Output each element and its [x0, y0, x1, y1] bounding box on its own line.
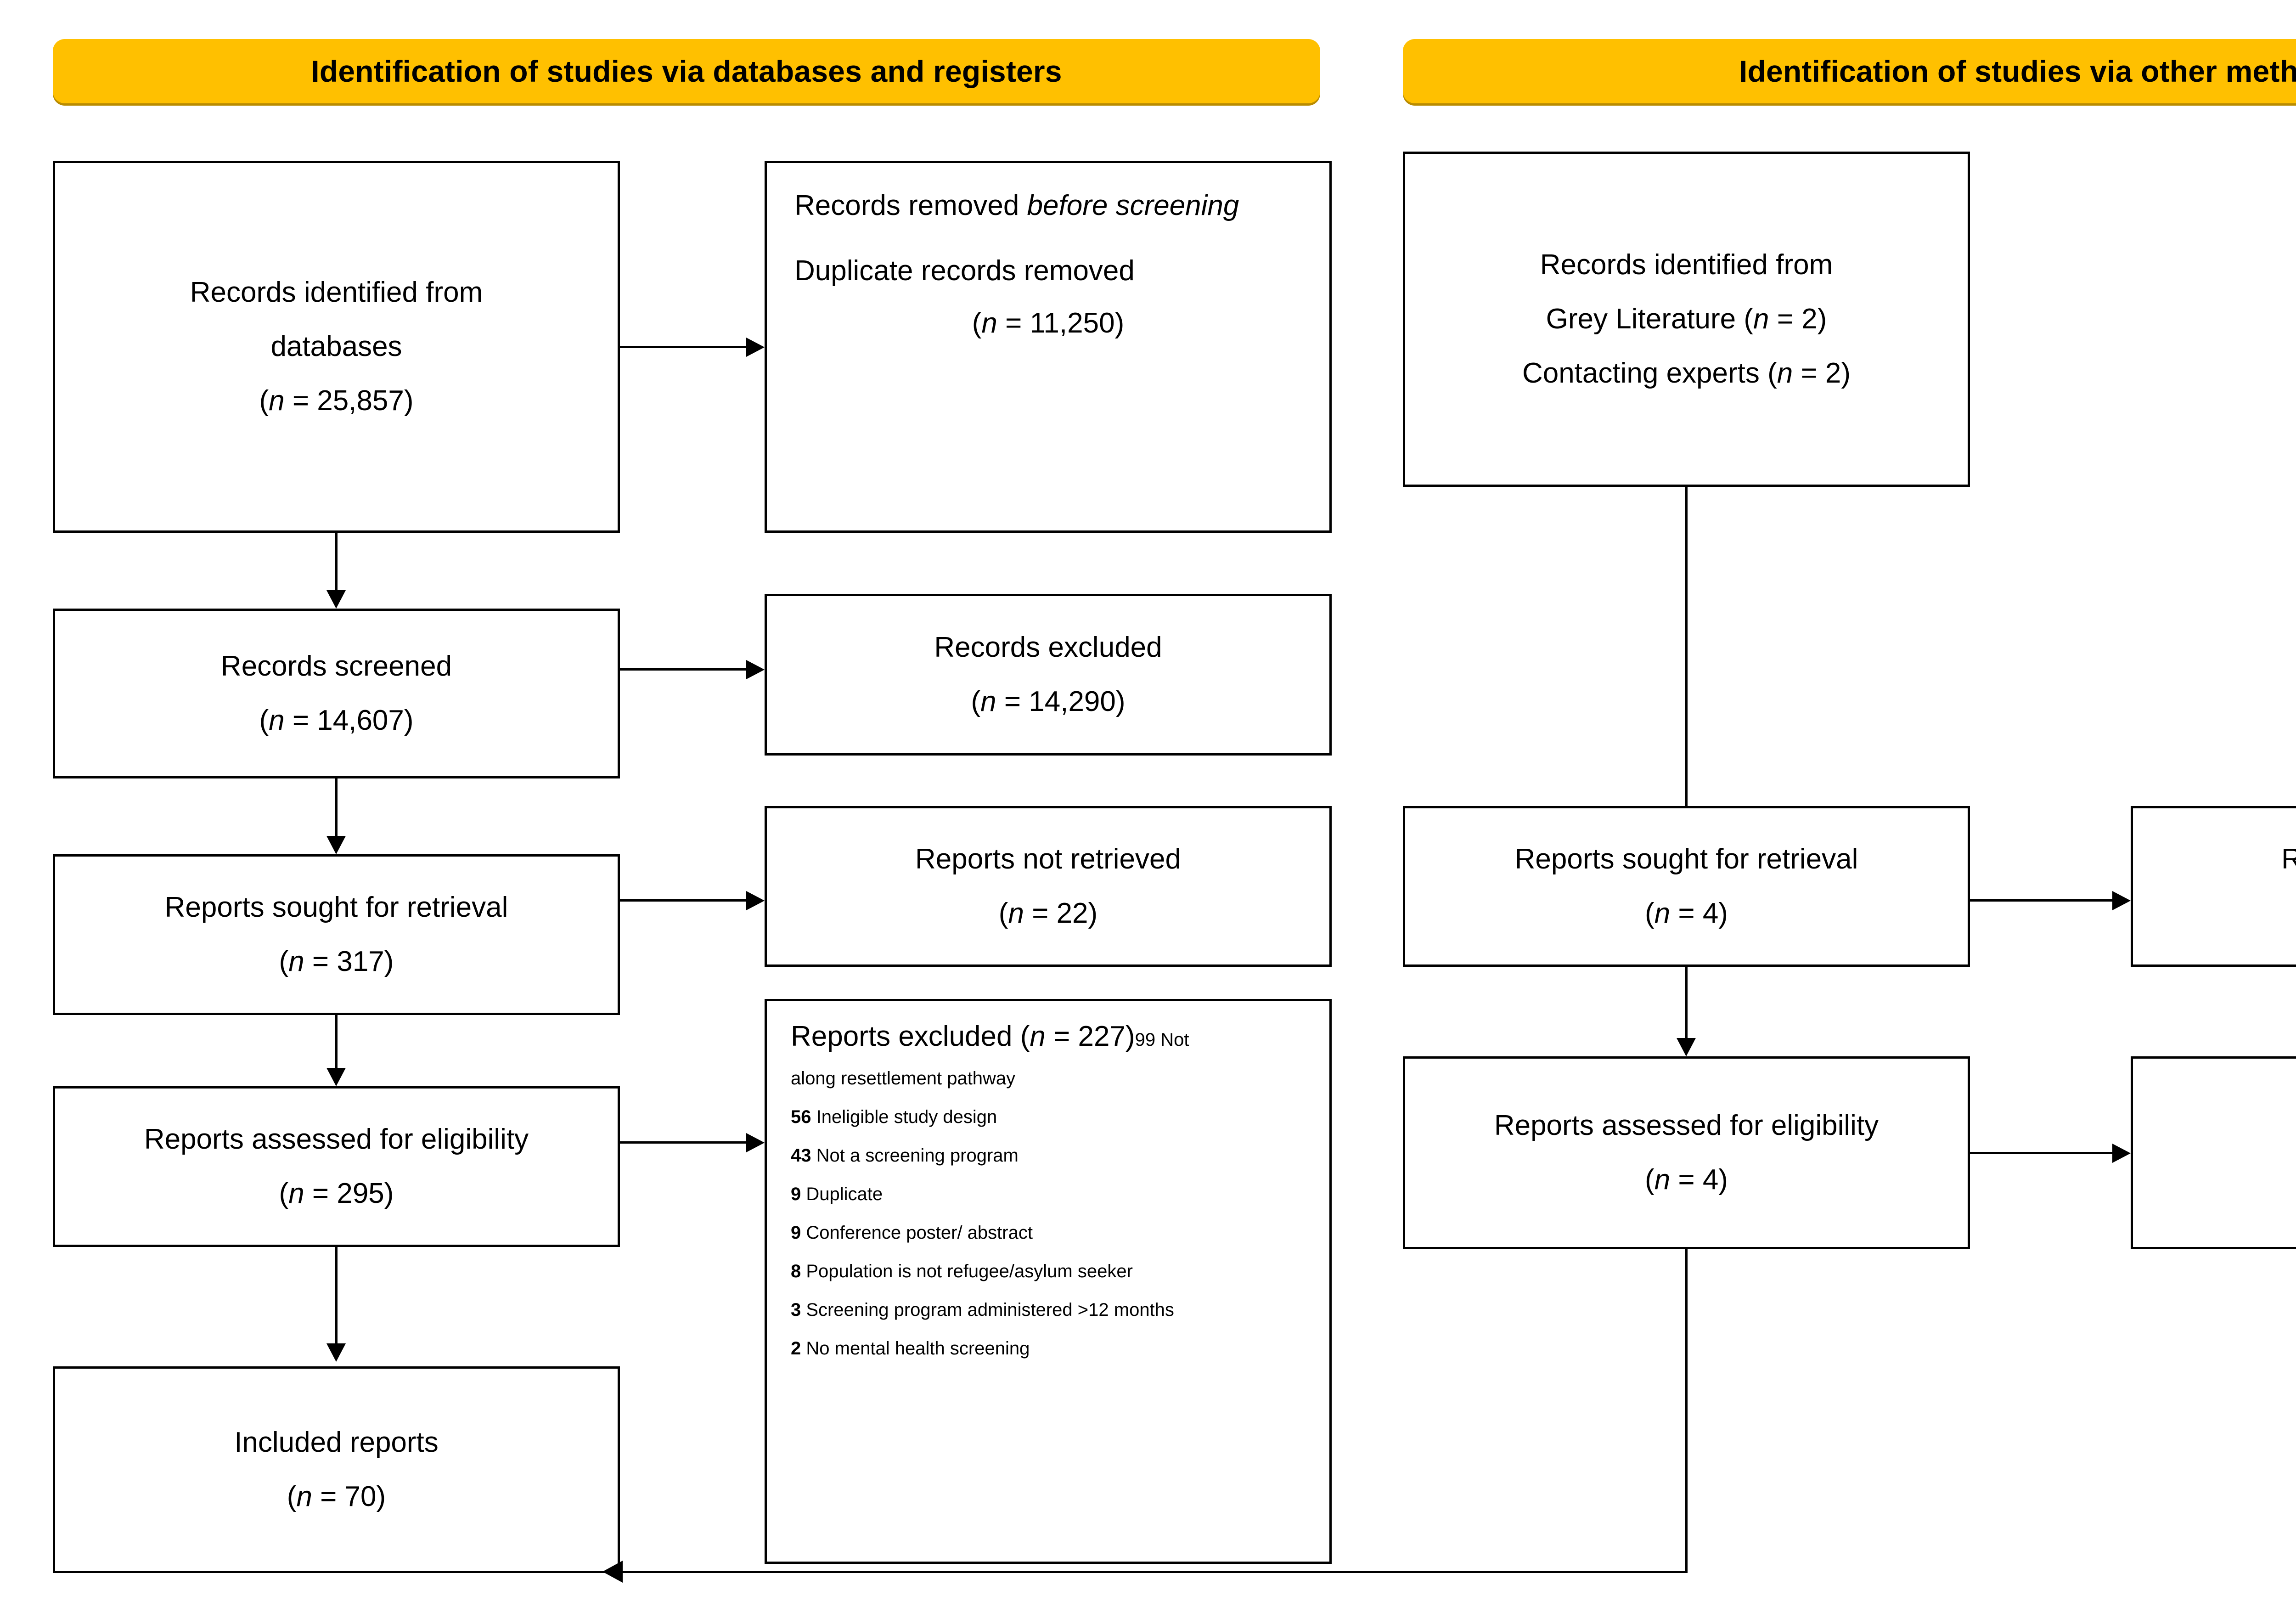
records-excluded-label: Records excluded — [934, 632, 1162, 663]
exclusion-reason-item: 3 Screening program administered >12 mon… — [791, 1300, 1174, 1320]
box-included-reports: Included reports (n = 70) — [53, 1366, 620, 1573]
exclusion-reason-label: Population is not refugee/asylum seeker — [806, 1261, 1133, 1281]
connector-other-assessed-to-excluded — [1970, 1152, 2112, 1154]
exclusion-reason-item: 9 Conference poster/ abstract — [791, 1223, 1033, 1242]
box-other-reports-sought-retrieval: Reports sought for retrieval (n = 4) — [1403, 806, 1970, 967]
records-removed-heading-a: Records removed — [794, 190, 1027, 221]
other-reports-assessed-label: Reports assessed for eligibility — [1494, 1110, 1879, 1141]
exclusion-reason-label: Ineligible study design — [816, 1106, 997, 1127]
arrowhead-other-assessed-to-excluded — [2112, 1144, 2131, 1163]
other-reports-not-retrieved-label: Reports not retrieved — [2281, 843, 2296, 875]
exclusion-reason-count: 43 — [791, 1145, 811, 1166]
records-removed-heading: Records removed before screening — [794, 192, 1239, 220]
exclusion-reason-wrap: along resettlement pathway — [791, 1068, 1016, 1088]
connector-screened-to-excluded — [620, 668, 746, 671]
records-identified-line1: Records identified from — [190, 276, 483, 308]
reports-excluded-heading-a: Reports excluded ( — [791, 1021, 1030, 1052]
connector-other-assessed-down — [1685, 1249, 1688, 1573]
box-records-identified-other: Records identified from Grey Literature … — [1403, 152, 1970, 487]
arrowhead-other-sought-to-not-retrieved — [2112, 891, 2131, 910]
box-records-excluded: Records excluded (n = 14,290) — [765, 594, 1332, 756]
reports-excluded-heading: Reports excluded (n = 227)99 Not — [791, 1021, 1189, 1052]
exclusion-reason-label: Conference poster/ abstract — [806, 1222, 1033, 1243]
exclusion-reason-item: 43 Not a screening program — [791, 1146, 1019, 1165]
records-identified-line2: databases — [270, 331, 402, 362]
included-reports-label: Included reports — [234, 1427, 439, 1458]
exclusion-reason-item: 9 Duplicate — [791, 1184, 883, 1204]
box-reports-assessed-eligibility: Reports assessed for eligibility (n = 29… — [53, 1086, 620, 1247]
connector-other-sought-to-not-retrieved — [1970, 899, 2112, 902]
records-excluded-count: (n = 14,290) — [971, 686, 1125, 717]
other-reports-sought-count: (n = 4) — [1645, 897, 1728, 929]
connector-sought-to-assessed — [335, 1015, 338, 1070]
reports-assessed-label: Reports assessed for eligibility — [144, 1123, 529, 1155]
records-screened-label: Records screened — [220, 650, 452, 682]
exclusion-reason-count: 3 — [791, 1299, 801, 1320]
other-identified-line1: Records identified from — [1540, 249, 1833, 281]
arrowhead-identified-to-screened — [326, 590, 346, 609]
records-screened-count: (n = 14,607) — [259, 705, 414, 736]
included-reports-count: (n = 70) — [287, 1481, 386, 1512]
connector-identified-to-removed — [620, 346, 746, 348]
arrowhead-assessed-to-included — [326, 1343, 346, 1362]
reports-excluded-heading-tail: 99 Not — [1135, 1030, 1189, 1050]
box-other-reports-excluded: Reports excluded (n = 0) — [2131, 1056, 2296, 1249]
arrowhead-other-sought-to-assessed — [1677, 1038, 1696, 1056]
arrowhead-other-assessed-to-included — [602, 1561, 623, 1583]
reports-excluded-heading-n: n — [1030, 1021, 1046, 1052]
connector-screened-to-sought — [335, 778, 338, 838]
other-reports-sought-label: Reports sought for retrieval — [1514, 843, 1858, 875]
box-reports-excluded-detail: Reports excluded (n = 227)99 Not along r… — [765, 999, 1332, 1564]
arrowhead-screened-to-sought — [326, 836, 346, 854]
exclusion-reason-label: Screening program administered >12 month… — [806, 1299, 1174, 1320]
reports-sought-label: Reports sought for retrieval — [164, 891, 508, 923]
exclusion-reason-count: 2 — [791, 1338, 801, 1359]
connector-other-assessed-to-included — [622, 1571, 1688, 1573]
box-records-identified-databases: Records identified from databases (n = 2… — [53, 161, 620, 533]
banner-other-methods: Identification of studies via other meth… — [1403, 39, 2296, 103]
connector-other-sought-to-assessed — [1685, 967, 1688, 1040]
exclusion-reason-count: 56 — [791, 1106, 811, 1127]
reports-assessed-count: (n = 295) — [279, 1178, 394, 1209]
arrowhead-assessed-to-excluded-detail — [746, 1133, 765, 1152]
exclusion-reason-count: 9 — [791, 1222, 801, 1243]
exclusion-reason-label: No mental health screening — [806, 1338, 1030, 1359]
banner-databases-registers: Identification of studies via databases … — [53, 39, 1320, 103]
connector-sought-to-not-retrieved — [620, 899, 746, 902]
arrowhead-sought-to-not-retrieved — [746, 891, 765, 910]
box-reports-not-retrieved: Reports not retrieved (n = 22) — [765, 806, 1332, 967]
exclusion-reason-count: 8 — [791, 1261, 801, 1281]
arrowhead-sought-to-assessed — [326, 1068, 346, 1086]
box-records-screened: Records screened (n = 14,607) — [53, 609, 620, 778]
exclusion-reason-label: Duplicate — [806, 1184, 883, 1204]
box-other-reports-not-retrieved: Reports not retrieved (n = 0) — [2131, 806, 2296, 967]
other-reports-assessed-count: (n = 4) — [1645, 1164, 1728, 1196]
reports-excluded-heading-b: = 227) — [1045, 1021, 1135, 1052]
exclusion-reason-item: 2 No mental health screening — [791, 1339, 1030, 1358]
exclusion-reason-label: Not a screening program — [816, 1145, 1019, 1166]
connector-assessed-to-excluded-detail — [620, 1141, 746, 1144]
banner-databases-registers-label: Identification of studies via databases … — [311, 54, 1062, 88]
exclusion-reason-item: 8 Population is not refugee/asylum seeke… — [791, 1262, 1133, 1281]
other-identified-grey-literature: Grey Literature (n = 2) — [1546, 303, 1827, 335]
box-reports-sought-retrieval: Reports sought for retrieval (n = 317) — [53, 854, 620, 1015]
reports-not-retrieved-label: Reports not retrieved — [915, 843, 1181, 875]
arrowhead-identified-to-removed — [746, 338, 765, 357]
reports-not-retrieved-count: (n = 22) — [998, 897, 1098, 929]
duplicate-records-removed-label: Duplicate records removed — [794, 255, 1135, 287]
exclusion-reason-item: 56 Ineligible study design — [791, 1107, 997, 1127]
exclusion-reason-count: 9 — [791, 1184, 801, 1204]
reports-sought-count: (n = 317) — [279, 946, 394, 977]
records-removed-heading-em: before screening — [1027, 190, 1239, 221]
duplicate-records-removed-count: (n = 11,250) — [972, 307, 1125, 339]
arrowhead-screened-to-excluded — [746, 660, 765, 679]
connector-other-identified-to-sought — [1685, 487, 1688, 818]
box-other-reports-assessed-eligibility: Reports assessed for eligibility (n = 4) — [1403, 1056, 1970, 1249]
box-records-removed-before-screening: Records removed before screening Duplica… — [765, 161, 1332, 533]
connector-assessed-to-included — [335, 1247, 338, 1346]
banner-other-methods-label: Identification of studies via other meth… — [1739, 54, 2296, 88]
other-identified-contacting-experts: Contacting experts (n = 2) — [1522, 357, 1851, 389]
records-identified-count: (n = 25,857) — [259, 385, 414, 417]
connector-identified-to-screened — [335, 533, 338, 592]
